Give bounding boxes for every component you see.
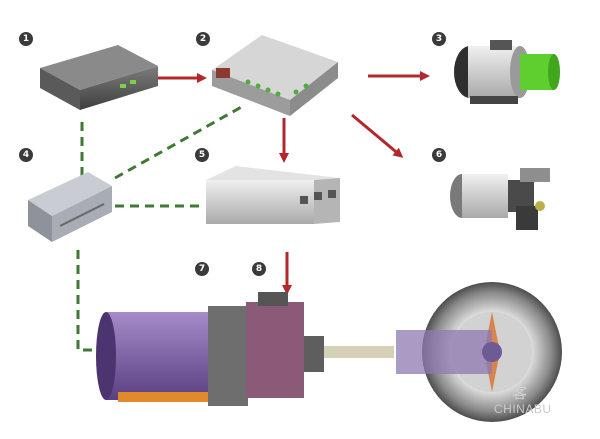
component-1-control-box: [40, 45, 158, 110]
power-flow-arrows: [157, 71, 430, 295]
marker-8: 8: [252, 262, 266, 276]
rear-axle-wheel: [396, 282, 562, 422]
component-5-converter: [206, 166, 340, 224]
marker-6: 6: [432, 148, 446, 162]
component-4-ecu: [28, 172, 112, 242]
driveshaft: [324, 346, 394, 358]
component-2-distribution-unit: [212, 35, 338, 116]
marker-7: 7: [195, 262, 209, 276]
marker-2: 2: [196, 32, 210, 46]
marker-1: 1: [19, 32, 33, 46]
component-3-aux-motor: [454, 40, 560, 104]
component-7-traction-motor: [96, 306, 248, 406]
watermark-brand: CHINABU: [494, 402, 552, 416]
component-6-compressor: [450, 168, 550, 230]
marker-5: 5: [195, 148, 209, 162]
marker-3: 3: [432, 32, 446, 46]
control-links: [76, 103, 246, 352]
component-8-gearbox: [246, 292, 324, 398]
watermark-cn: 客: [512, 384, 528, 402]
marker-4: 4: [19, 148, 33, 162]
